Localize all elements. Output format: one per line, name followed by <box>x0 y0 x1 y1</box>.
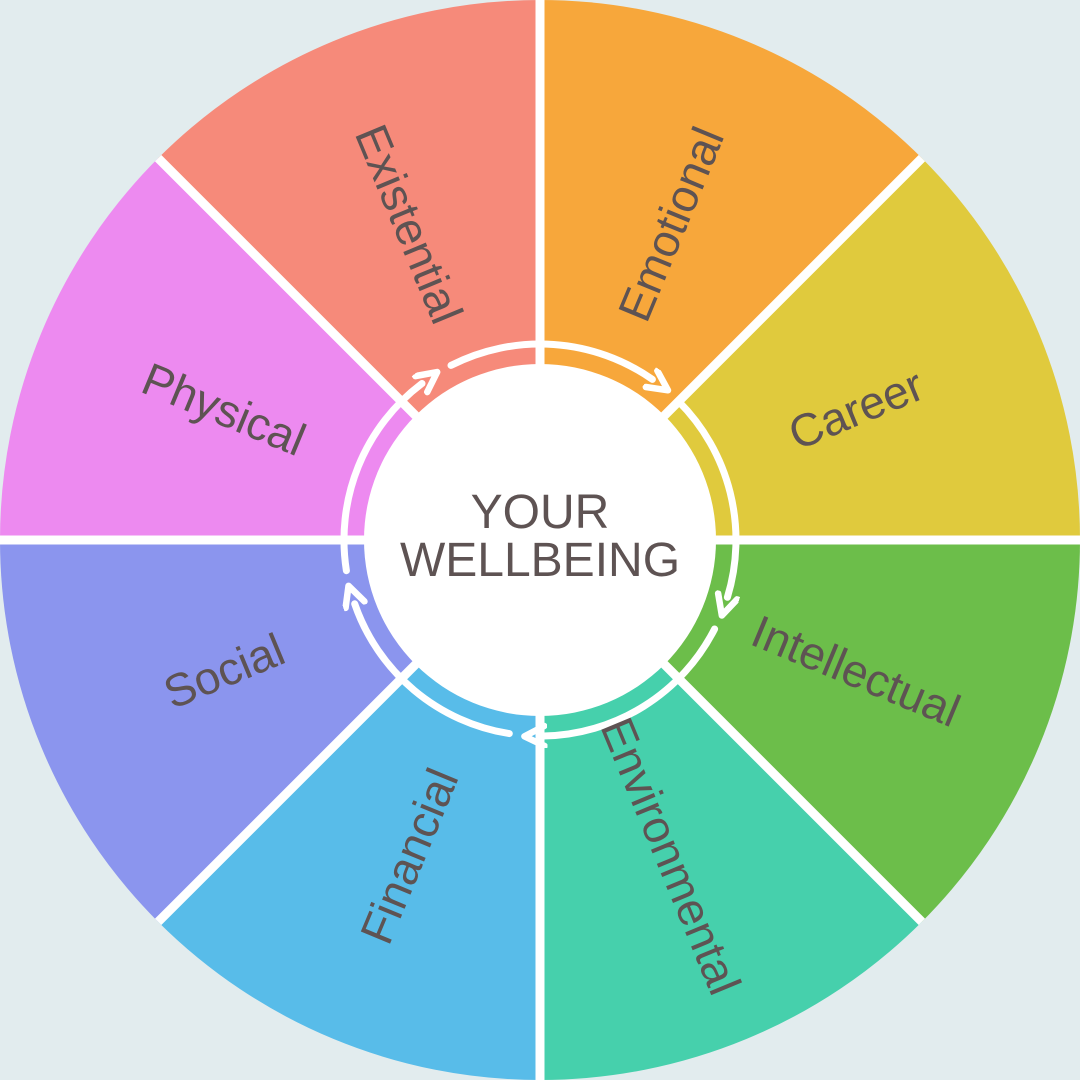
center-title-line1: YOUR <box>471 486 610 539</box>
cycle-arrow-icon <box>447 340 652 379</box>
cycle-arrow-icon <box>340 384 422 575</box>
center-title: YOUR WELLBEING <box>400 486 680 587</box>
center-title-line2: WELLBEING <box>400 534 680 587</box>
cycle-arrow-icon <box>675 397 736 597</box>
cycle-arrows <box>340 340 736 738</box>
cycle-arrow-icon <box>355 604 513 738</box>
center-circle <box>364 364 716 716</box>
cycle-arrow-icon <box>543 625 719 736</box>
